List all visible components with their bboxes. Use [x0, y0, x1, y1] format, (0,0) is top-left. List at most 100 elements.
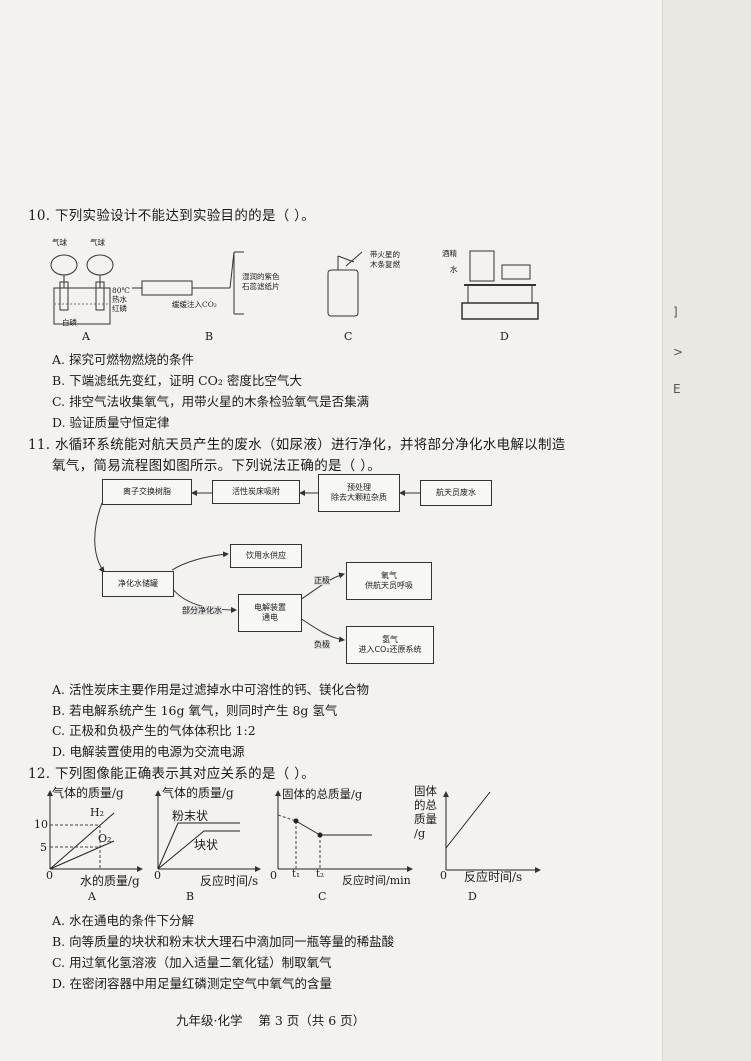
alcohol-label: 酒精	[442, 249, 457, 258]
white-p-label: 白磷	[62, 318, 77, 327]
q12-option-b: B. 向等质量的块状和粉末状大理石中滴加同一瓶等量的稀盐酸	[52, 934, 395, 949]
q12-graph-b	[155, 790, 261, 872]
edge-mark: E	[673, 382, 681, 396]
powder-line	[157, 822, 240, 870]
pretreatment-line1: 预处理	[347, 483, 371, 492]
q12-option-a: A. 水在通电的条件下分解	[52, 913, 194, 928]
q12-stem: 12. 下列图像能正确表示其对应关系的是（ ）。	[28, 766, 316, 782]
flow-part-label: 部分净化水	[182, 606, 222, 615]
graph-c-t1: t₁	[292, 869, 301, 880]
electrolysis-line2: 通电	[262, 613, 278, 622]
q12-graph-c	[275, 790, 413, 872]
q12-option-d: D. 在密闭容器中用足量红磷测定空气中氧气的含量	[52, 976, 333, 991]
q12-label-b: B	[186, 890, 195, 903]
q11-option-c: C. 正极和负极产生的气体体积比 1:2	[52, 723, 256, 738]
graph-c-xlabel: 反应时间/min	[342, 874, 411, 887]
q10-option-d: D. 验证质量守恒定律	[52, 415, 170, 430]
h2-line	[49, 812, 115, 870]
graph-d-ylabel: 固体 的总 质量 /g	[414, 784, 437, 840]
graph-d-ylabel-4: /g	[414, 826, 426, 840]
q11-option-a: A. 活性炭床主要作用是过滤掉水中可溶性的钙、镁化合物	[52, 682, 369, 697]
graph-a-o2: O₂	[98, 832, 112, 845]
o2-line	[49, 840, 115, 870]
balloon-label: 气球	[90, 238, 105, 247]
graph-d-ylabel-1: 固体	[414, 784, 437, 798]
q12-label-a: A	[88, 890, 96, 903]
electrolysis-line1: 电解装置	[254, 603, 286, 612]
q12-graph-a	[47, 790, 143, 872]
water-label: 热水	[112, 295, 127, 304]
oxygen-line1: 氧气	[381, 571, 397, 580]
flow-water-tank: 净化水储罐	[102, 571, 174, 597]
flow-positive-label: 正极	[314, 576, 330, 585]
graph-b-powder: 粉末状	[172, 809, 209, 823]
flow-negative-label: 负极	[314, 640, 330, 649]
q10-figure-b: 湿润的紫色 石蕊滤纸片 缓缓注入CO₂	[130, 248, 300, 320]
q10-option-b: B. 下端滤纸先变红，证明 CO₂ 密度比空气大	[52, 373, 302, 388]
hydrogen-line2: 进入CO₂还原系统	[358, 645, 422, 654]
flow-hydrogen: 氢气 进入CO₂还原系统	[346, 626, 434, 664]
paper-label: 湿润的紫色	[242, 272, 280, 281]
graph-d-origin: 0	[440, 869, 447, 882]
graph-b-block: 块状	[194, 838, 219, 852]
temp-label: 80℃	[112, 286, 130, 295]
q10-label-d: D	[500, 330, 509, 343]
q10-figure-c: 带火星的 木条复燃	[318, 248, 418, 320]
graph-d-ylabel-2: 的总	[414, 798, 437, 812]
graph-c-t2: t₂	[316, 869, 325, 880]
graph-a-h2: H₂	[90, 806, 105, 819]
graph-a-y10: 10	[34, 818, 48, 831]
flow-astronaut-waste: 航天员废水	[420, 480, 492, 506]
flow-electrolysis: 电解装置 通电	[238, 594, 302, 632]
block-line	[157, 830, 240, 870]
oxygen-line2: 供航天员呼吸	[365, 581, 413, 590]
graph-c-origin: 0	[270, 869, 277, 882]
graph-a-origin: 0	[46, 869, 53, 882]
q10-stem: 10. 下列实验设计不能达到实验目的的是（ ）。	[28, 208, 316, 224]
flow-carbon-bed: 活性炭床吸附	[212, 480, 300, 504]
pretreatment-line2: 除去大颗粒杂质	[331, 493, 387, 502]
q11-option-d: D. 电解装置使用的电源为交流电源	[52, 744, 245, 759]
scan-page-edge: ] > E	[662, 0, 751, 1061]
q10-figure-a: 气球 气球 80℃ 热水 红磷 白磷	[38, 238, 138, 330]
graph-b-origin: 0	[154, 869, 161, 882]
graph-a-ylabel: 气体的质量/g	[52, 786, 124, 800]
q10-option-a: A. 探究可燃物燃烧的条件	[52, 352, 194, 367]
page-footer: 九年级·化学 第 3 页（共 6 页）	[176, 1013, 366, 1028]
water-label: 水	[450, 265, 458, 274]
q12-graph-d	[443, 791, 541, 873]
stick-label: 木条复燃	[370, 260, 400, 269]
flow-pretreatment: 预处理 除去大颗粒杂质	[318, 474, 400, 512]
graph-b-ylabel: 气体的质量/g	[162, 786, 234, 800]
graph-b-xlabel: 反应时间/s	[200, 874, 259, 888]
q10-label-a: A	[82, 330, 90, 343]
q10-label-b: B	[205, 330, 214, 343]
inject-label: 缓缓注入CO₂	[172, 300, 217, 309]
stick-label: 带火星的	[370, 250, 400, 259]
q11-option-b: B. 若电解系统产生 16g 氧气，则同时产生 8g 氢气	[52, 703, 338, 718]
q12-label-d: D	[468, 890, 477, 903]
q10-figure-d: 酒精 水	[440, 245, 555, 325]
graph-d-xlabel: 反应时间/s	[464, 870, 523, 884]
graph-d-ylabel-3: 质量	[414, 812, 437, 826]
edge-mark: >	[673, 345, 684, 359]
mass-line	[445, 791, 491, 849]
balloon-label: 气球	[52, 238, 67, 247]
q10-option-c: C. 排空气法收集氧气，用带火星的木条检验氧气是否集满	[52, 394, 370, 409]
q11-stem: 11. 水循环系统能对航天员产生的废水（如尿液）进行净化，并将部分净化水电解以制…	[28, 437, 566, 453]
paper-label: 石蕊滤纸片	[242, 282, 280, 291]
mass-line	[295, 820, 321, 836]
graph-a-xlabel: 水的质量/g	[80, 874, 140, 888]
q10-label-c: C	[344, 330, 353, 343]
graph-c-ylabel: 固体的总质量/g	[282, 787, 363, 801]
q12-label-c: C	[318, 890, 327, 903]
q11-stem-2: 氧气，简易流程图如图所示。下列说法正确的是（ ）。	[52, 458, 382, 474]
flow-drinking-water: 饮用水供应	[230, 544, 302, 568]
q12-option-c: C. 用过氧化氢溶液（加入适量二氧化锰）制取氧气	[52, 955, 332, 970]
flow-ion-exchange: 离子交换树脂	[102, 479, 192, 505]
hydrogen-line1: 氢气	[382, 635, 398, 644]
graph-a-y5: 5	[40, 841, 47, 854]
red-p-label: 红磷	[112, 304, 127, 313]
flow-oxygen: 氧气 供航天员呼吸	[346, 562, 432, 600]
edge-mark: ]	[673, 305, 678, 319]
